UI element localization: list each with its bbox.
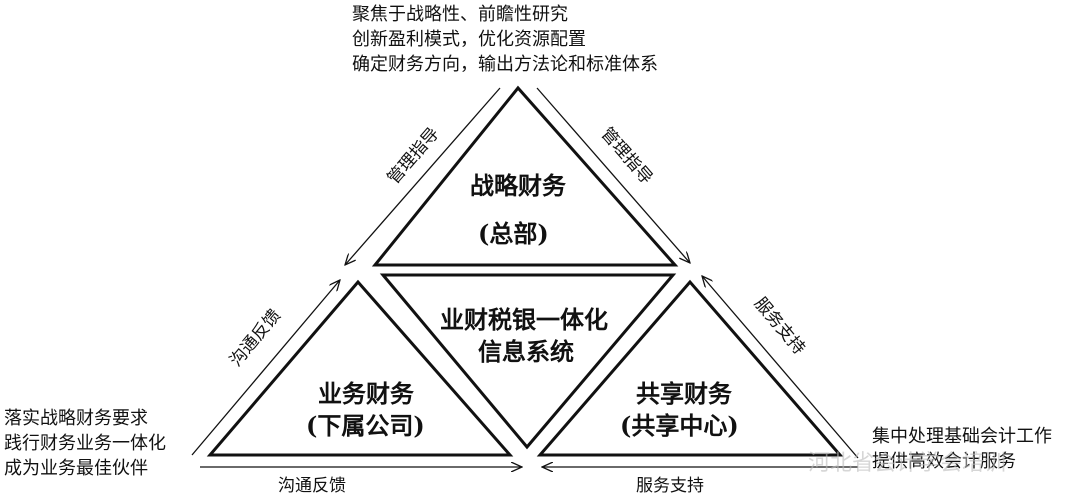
center-title-line1: 业财税银一体化 xyxy=(440,305,608,334)
shared-notes: 集中处理基础会计工作 提供高效会计服务 xyxy=(872,428,1052,478)
business-note: 落实战略财务要求 xyxy=(4,408,148,429)
arrow-left-top xyxy=(345,87,501,265)
watermark: 河北省会计学会培训 xyxy=(808,451,1007,476)
business-note: 成为业务最佳伙伴 xyxy=(4,458,148,479)
strategy-note: 聚焦于战略性、前瞻性研究 xyxy=(352,4,568,25)
shared-title: 共享财务 xyxy=(636,379,732,408)
business-notes: 落实战略财务要求 践行财务业务一体化 成为业务最佳伙伴 xyxy=(4,410,166,485)
business-subtitle: (下属公司) xyxy=(306,411,425,440)
arrow-right-mid xyxy=(702,276,859,459)
strategy-note: 创新盈利模式，优化资源配置 xyxy=(352,29,586,50)
strategy-notes: 聚焦于战略性、前瞻性研究 创新盈利模式，优化资源配置 确定财务方向，输出方法论和… xyxy=(352,6,658,81)
shared-note: 提供高效会计服务 xyxy=(872,451,1016,472)
arrow-label-bottom-left: 沟通反馈 xyxy=(278,476,346,496)
strategy-note: 确定财务方向，输出方法论和标准体系 xyxy=(352,54,658,75)
center-title-line2: 信息系统 xyxy=(478,337,574,366)
shared-triangle xyxy=(536,279,844,457)
shared-note: 集中处理基础会计工作 xyxy=(872,426,1052,447)
strategy-title: 战略财务 xyxy=(470,171,566,200)
arrow-left-mid xyxy=(191,280,340,456)
arrow-right-top xyxy=(536,87,690,263)
shared-subtitle: (共享中心) xyxy=(620,411,739,440)
business-triangle xyxy=(206,279,514,457)
center-triangle xyxy=(379,273,677,450)
strategy-subtitle: (总部) xyxy=(478,219,549,248)
arrow-label-bottom-right: 服务支持 xyxy=(636,476,704,496)
business-title: 业务财务 xyxy=(318,379,414,408)
strategy-triangle xyxy=(371,85,679,267)
business-note: 践行财务业务一体化 xyxy=(4,433,166,454)
